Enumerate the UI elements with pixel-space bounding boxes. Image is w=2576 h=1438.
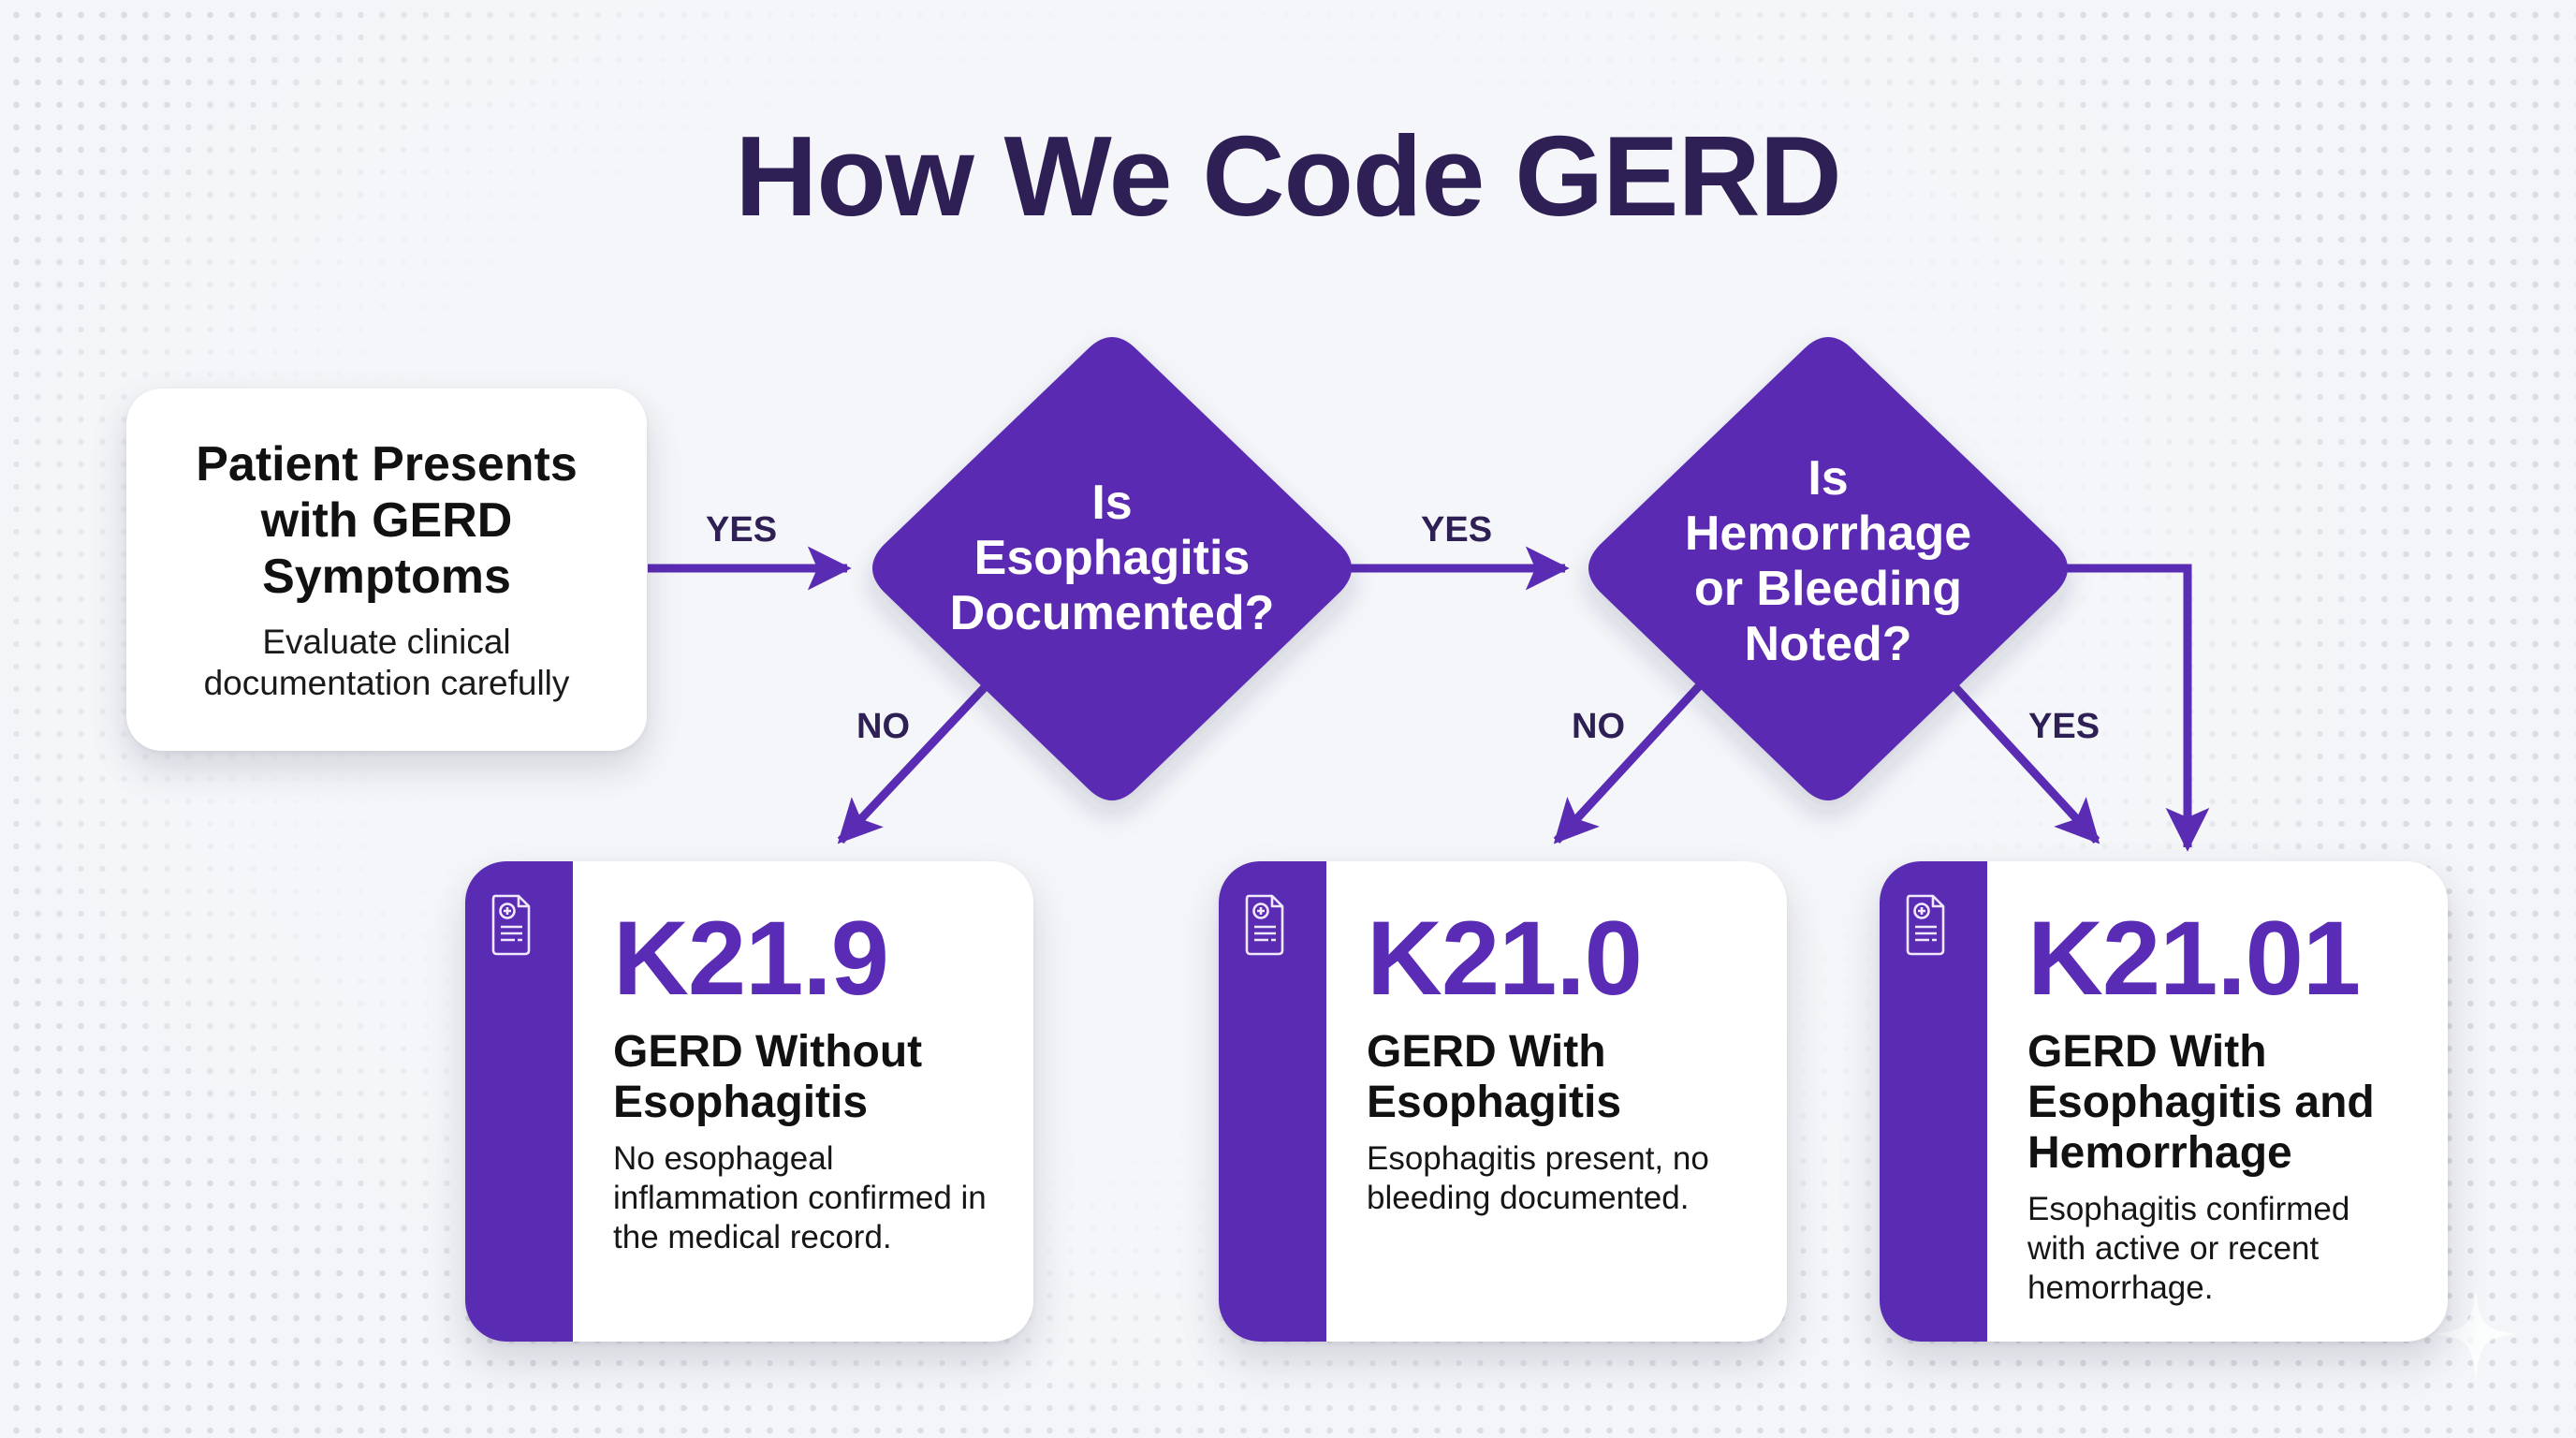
decision1-line1: Is [1091,476,1133,530]
label-decision1-no: NO [856,707,910,746]
outcome-card-k21-0: K21.0 GERD With Esophagitis Esophagitis … [1219,861,1787,1342]
medical-document-icon [1245,894,1284,956]
start-title: Patient Presents with GERD Symptoms [196,436,578,604]
diamond-shape [1588,337,2068,800]
diagnosis-description: Esophagitis present, no bleeding documen… [1367,1140,1709,1216]
decision-esophagitis: Is Esophagitis Documented? [872,337,1352,800]
diagnosis-code: K21.9 [613,900,889,1017]
outcome-card-k21-01: K21.01 GERD With Esophagitis and Hemorrh… [1880,861,2448,1342]
start-subtitle: Evaluate clinical documentation carefull… [203,622,570,702]
decision-hemorrhage: Is Hemorrhage or Bleeding Noted? [1588,337,2068,800]
start-node: Patient Presents with GERD Symptoms Eval… [126,389,647,751]
decision1-line3: Documented? [949,586,1275,640]
decision2-line2: Hemorrhage [1684,506,1972,561]
diagnosis-title: GERD Without Esophagitis [613,1027,923,1127]
page-title: How We Code GERD [735,112,1841,240]
decision1-line2: Esophagitis [973,531,1251,585]
decision2-line3: or Bleeding [1693,562,1963,616]
diagnosis-title: GERD With Esophagitis [1367,1027,1622,1127]
sparkle-icon [2434,1287,2518,1381]
decision2-line4: Noted? [1744,617,1912,671]
diamond-shape [872,337,1352,800]
label-decision2-yes: YES [2028,707,2100,746]
medical-document-icon [1906,894,1945,956]
diagnosis-code: K21.01 [2027,900,2361,1017]
label-decision1-yes: YES [1421,510,1493,550]
card-accent-strip [1880,861,1987,1342]
decision2-line1: Is [1808,451,1849,506]
diagnosis-title: GERD With Esophagitis and Hemorrhage [2027,1027,2375,1178]
outcome-card-k21-9: K21.9 GERD Without Esophagitis No esopha… [465,861,1033,1342]
card-accent-strip [465,861,573,1342]
diagnosis-description: Esophagitis confirmed with active or rec… [2027,1191,2350,1306]
label-decision2-no: NO [1572,707,1625,746]
diagnosis-description: No esophageal inflammation confirmed in … [613,1140,987,1255]
card-accent-strip [1219,861,1326,1342]
label-start-yes: YES [706,510,778,550]
diagnosis-code: K21.0 [1367,900,1643,1017]
medical-document-icon [491,894,531,956]
